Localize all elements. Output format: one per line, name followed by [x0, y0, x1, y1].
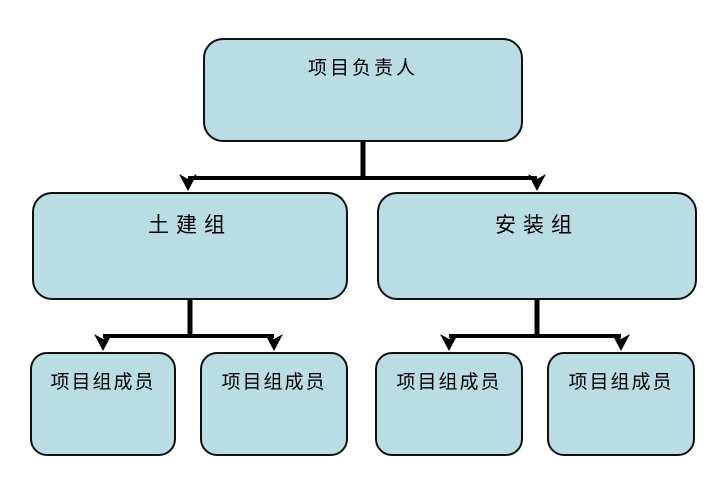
node-label: 项目组成员 — [568, 371, 674, 393]
node-label: 项目负责人 — [307, 57, 418, 79]
arrow-down-icon — [265, 334, 283, 351]
org-node-project-leader: 项目负责人 — [203, 38, 523, 142]
arrow-down-icon — [179, 174, 197, 191]
org-node-member-1: 项目组成员 — [30, 352, 176, 456]
connector-root-to-groups — [179, 140, 546, 191]
node-label: 安装组 — [495, 213, 579, 237]
arrow-down-icon — [612, 334, 630, 351]
org-node-installation-group: 安装组 — [377, 192, 697, 300]
connector-right-group-to-members — [440, 298, 630, 351]
org-node-member-4: 项目组成员 — [547, 352, 695, 456]
org-node-member-2: 项目组成员 — [200, 352, 348, 456]
arrow-down-icon — [440, 334, 458, 351]
node-label: 项目组成员 — [50, 371, 156, 393]
org-node-civil-group: 土建组 — [32, 192, 348, 300]
connector-left-group-to-members — [94, 298, 283, 351]
arrow-down-icon — [528, 174, 546, 191]
node-label: 土建组 — [148, 213, 232, 237]
arrow-down-icon — [94, 334, 112, 351]
org-node-member-3: 项目组成员 — [375, 352, 523, 456]
node-label: 项目组成员 — [396, 371, 502, 393]
node-label: 项目组成员 — [221, 371, 327, 393]
